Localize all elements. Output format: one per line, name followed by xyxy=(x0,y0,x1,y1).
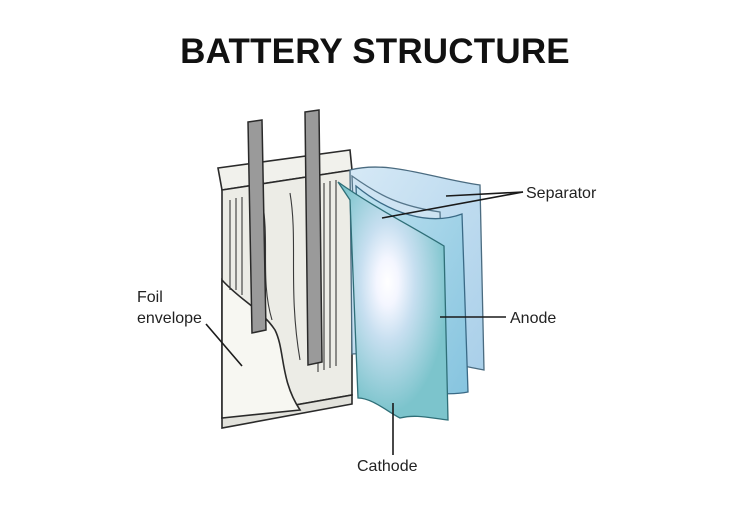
separator-label: Separator xyxy=(526,185,597,202)
terminal-rods xyxy=(247,109,323,366)
anode-label: Anode xyxy=(510,310,556,327)
diagram-title: BATTERY STRUCTURE xyxy=(180,32,570,71)
foil-envelope xyxy=(217,149,353,429)
foil-envelope-label-line1: Foil xyxy=(137,289,163,306)
leader-lines xyxy=(205,191,524,455)
cathode-sheet xyxy=(337,181,449,421)
foil-envelope-label-line2: envelope xyxy=(137,310,202,327)
cathode-label: Cathode xyxy=(357,458,418,475)
